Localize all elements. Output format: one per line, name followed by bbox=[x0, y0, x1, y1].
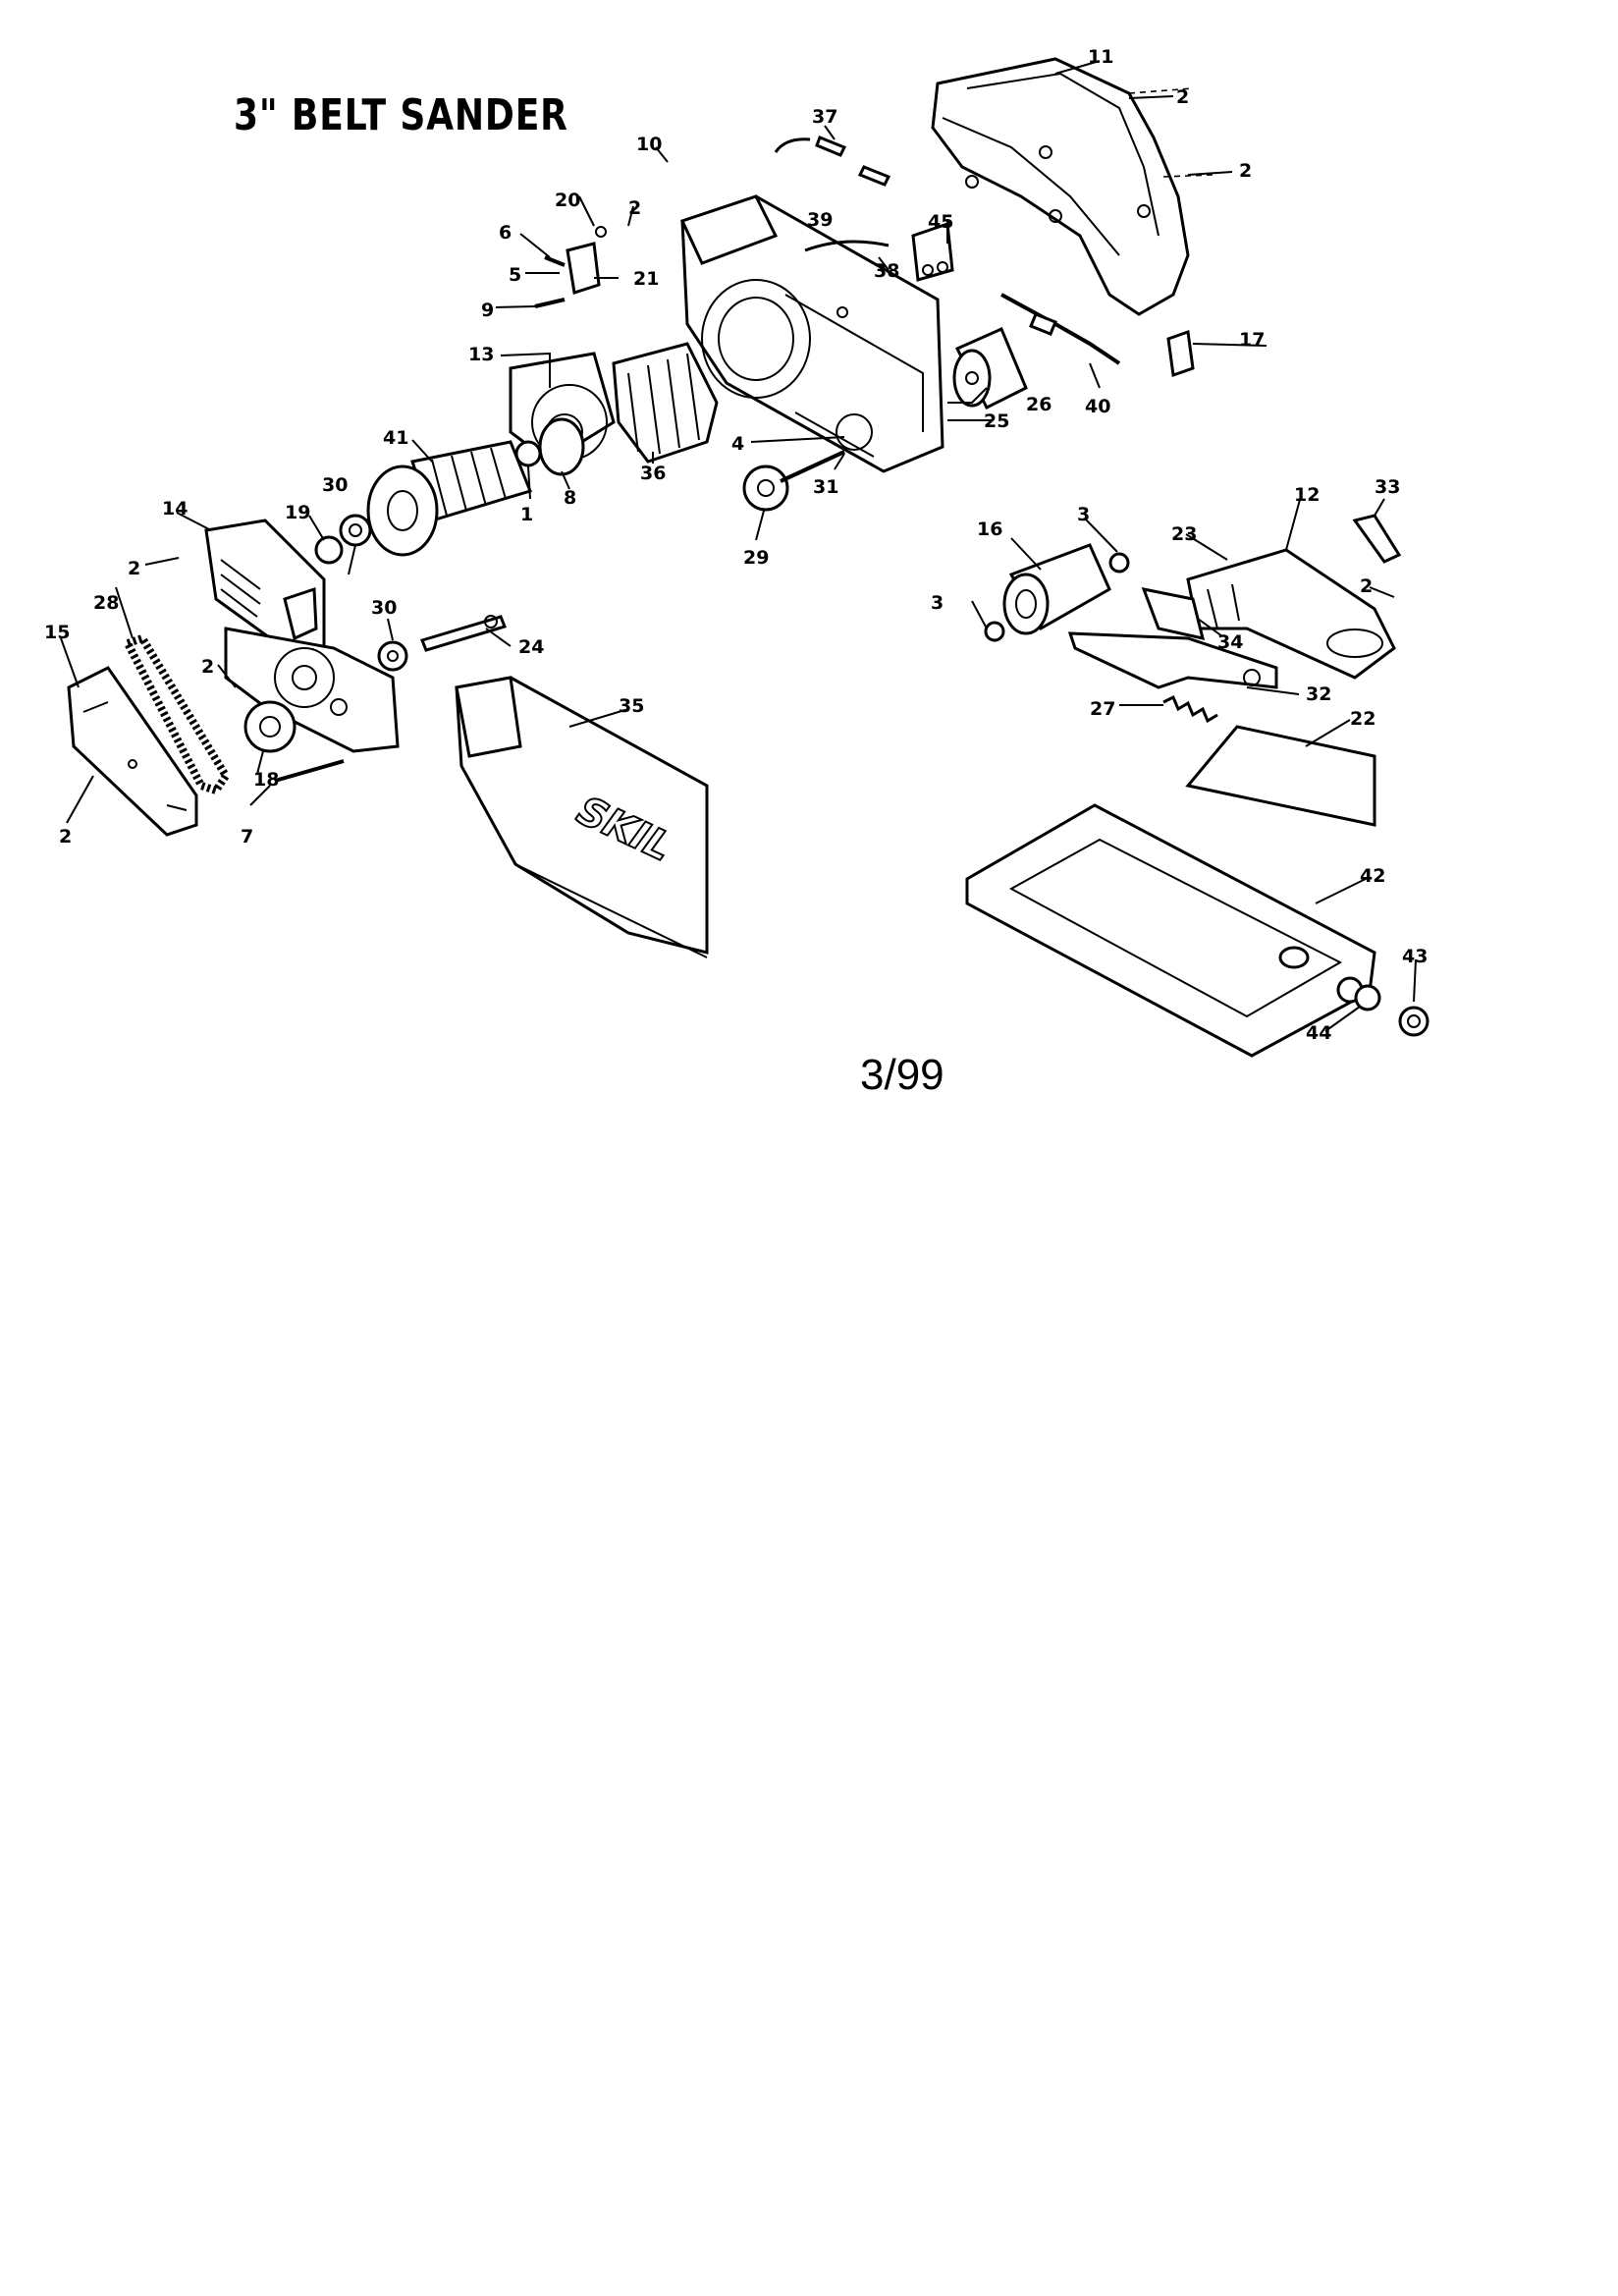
page-title: 3" BELT SANDER bbox=[234, 90, 568, 140]
part-drive-shaft bbox=[419, 615, 508, 652]
callout-38: 38 bbox=[874, 260, 899, 282]
callout-32: 32 bbox=[1306, 683, 1331, 705]
callout-2: 2 bbox=[128, 558, 140, 579]
part-driven-gear bbox=[742, 465, 789, 512]
part-brush-cap bbox=[566, 242, 601, 295]
part-belt-cover bbox=[67, 666, 198, 837]
part-drive-belt bbox=[122, 633, 231, 795]
callout-6: 6 bbox=[499, 222, 512, 244]
callout-44: 44 bbox=[1306, 1022, 1331, 1044]
part-cord-protector bbox=[1029, 312, 1057, 336]
part-pin bbox=[544, 255, 566, 267]
part-power-cord bbox=[1000, 293, 1121, 365]
leader-lines bbox=[60, 60, 1417, 1032]
part-bushing-3-left bbox=[984, 621, 1005, 642]
part-lead-wires bbox=[804, 240, 890, 252]
callout-4: 4 bbox=[731, 433, 744, 455]
part-motor-housing bbox=[679, 194, 944, 473]
part-gear-shaft bbox=[780, 450, 845, 483]
callout-41: 41 bbox=[383, 427, 408, 449]
callout-19: 19 bbox=[285, 502, 310, 523]
callout-11: 11 bbox=[1088, 46, 1113, 68]
callout-39: 39 bbox=[807, 209, 833, 231]
part-switch bbox=[911, 221, 954, 282]
callout-42: 42 bbox=[1360, 865, 1385, 887]
callout-36: 36 bbox=[640, 463, 666, 484]
callout-26: 26 bbox=[1026, 394, 1052, 415]
part-brush-holder bbox=[857, 165, 891, 187]
callout-9: 9 bbox=[481, 300, 494, 321]
part-knob-spring bbox=[1336, 976, 1429, 1037]
callout-12: 12 bbox=[1294, 484, 1320, 506]
callout-17: 17 bbox=[1239, 329, 1265, 351]
part-platen bbox=[1185, 725, 1376, 827]
callout-labels: 11 2 2 37 10 20 2 39 45 6 38 5 21 9 17 1… bbox=[44, 46, 1428, 1044]
callout-37: 37 bbox=[812, 106, 837, 128]
callout-2: 2 bbox=[201, 656, 214, 678]
callout-3: 3 bbox=[1077, 504, 1090, 525]
part-spring bbox=[1162, 694, 1218, 724]
part-idler-drum bbox=[952, 327, 1028, 410]
part-baffle bbox=[538, 417, 585, 476]
part-carbon-brush bbox=[815, 136, 847, 157]
callout-2: 2 bbox=[628, 197, 641, 219]
callout-2: 2 bbox=[1176, 86, 1189, 108]
part-frame bbox=[1186, 548, 1396, 680]
callout-3: 3 bbox=[931, 592, 944, 614]
callout-35: 35 bbox=[619, 695, 644, 717]
part-field-stator bbox=[612, 342, 719, 464]
callout-15: 15 bbox=[44, 622, 70, 643]
callout-7: 7 bbox=[241, 826, 253, 847]
callout-2: 2 bbox=[59, 826, 72, 847]
callout-30: 30 bbox=[322, 474, 348, 496]
callout-29: 29 bbox=[743, 547, 769, 569]
callout-31: 31 bbox=[813, 476, 838, 498]
part-lever bbox=[1352, 514, 1402, 564]
callout-28: 28 bbox=[93, 592, 119, 614]
callout-8: 8 bbox=[564, 487, 576, 509]
callout-40: 40 bbox=[1085, 396, 1110, 417]
part-bearing-1 bbox=[514, 440, 542, 467]
callout-18: 18 bbox=[253, 769, 279, 791]
callout-27: 27 bbox=[1090, 698, 1115, 720]
callout-2: 2 bbox=[1239, 160, 1252, 182]
part-dust-bag bbox=[455, 676, 709, 958]
part-tension-bracket bbox=[1067, 586, 1278, 689]
callout-24: 24 bbox=[518, 636, 544, 658]
part-shoe bbox=[965, 803, 1376, 1058]
callout-1: 1 bbox=[520, 504, 533, 525]
callout-16: 16 bbox=[977, 519, 1002, 540]
callout-2: 2 bbox=[1360, 575, 1373, 597]
callout-43: 43 bbox=[1402, 946, 1428, 967]
callout-14: 14 bbox=[162, 498, 188, 519]
callout-34: 34 bbox=[1217, 631, 1243, 653]
part-pulley-19 bbox=[314, 535, 344, 565]
part-brush-lead bbox=[774, 137, 811, 153]
callout-22: 22 bbox=[1350, 708, 1375, 730]
part-handle-housing bbox=[931, 57, 1214, 316]
part-bearing-30-upper bbox=[339, 514, 372, 547]
part-strain-relief bbox=[1166, 329, 1195, 378]
callout-10: 10 bbox=[636, 134, 662, 155]
callout-30: 30 bbox=[371, 597, 397, 619]
part-bushing-3-right bbox=[1108, 552, 1130, 574]
part-armature bbox=[366, 440, 551, 557]
callout-33: 33 bbox=[1375, 476, 1400, 498]
callout-23: 23 bbox=[1171, 523, 1197, 545]
callout-20: 20 bbox=[555, 190, 580, 211]
part-front-pulley bbox=[1002, 543, 1111, 635]
part-screw-7 bbox=[274, 759, 345, 783]
part-drive-pulley bbox=[243, 700, 297, 753]
part-screw-9 bbox=[534, 298, 566, 308]
callout-25: 25 bbox=[984, 410, 1009, 432]
callout-21: 21 bbox=[633, 268, 659, 290]
callout-45: 45 bbox=[928, 211, 953, 233]
part-bearing-30-lower bbox=[377, 640, 408, 672]
callout-13: 13 bbox=[468, 344, 494, 365]
callout-5: 5 bbox=[509, 264, 521, 286]
revision-date: 3/99 bbox=[860, 1051, 944, 1099]
